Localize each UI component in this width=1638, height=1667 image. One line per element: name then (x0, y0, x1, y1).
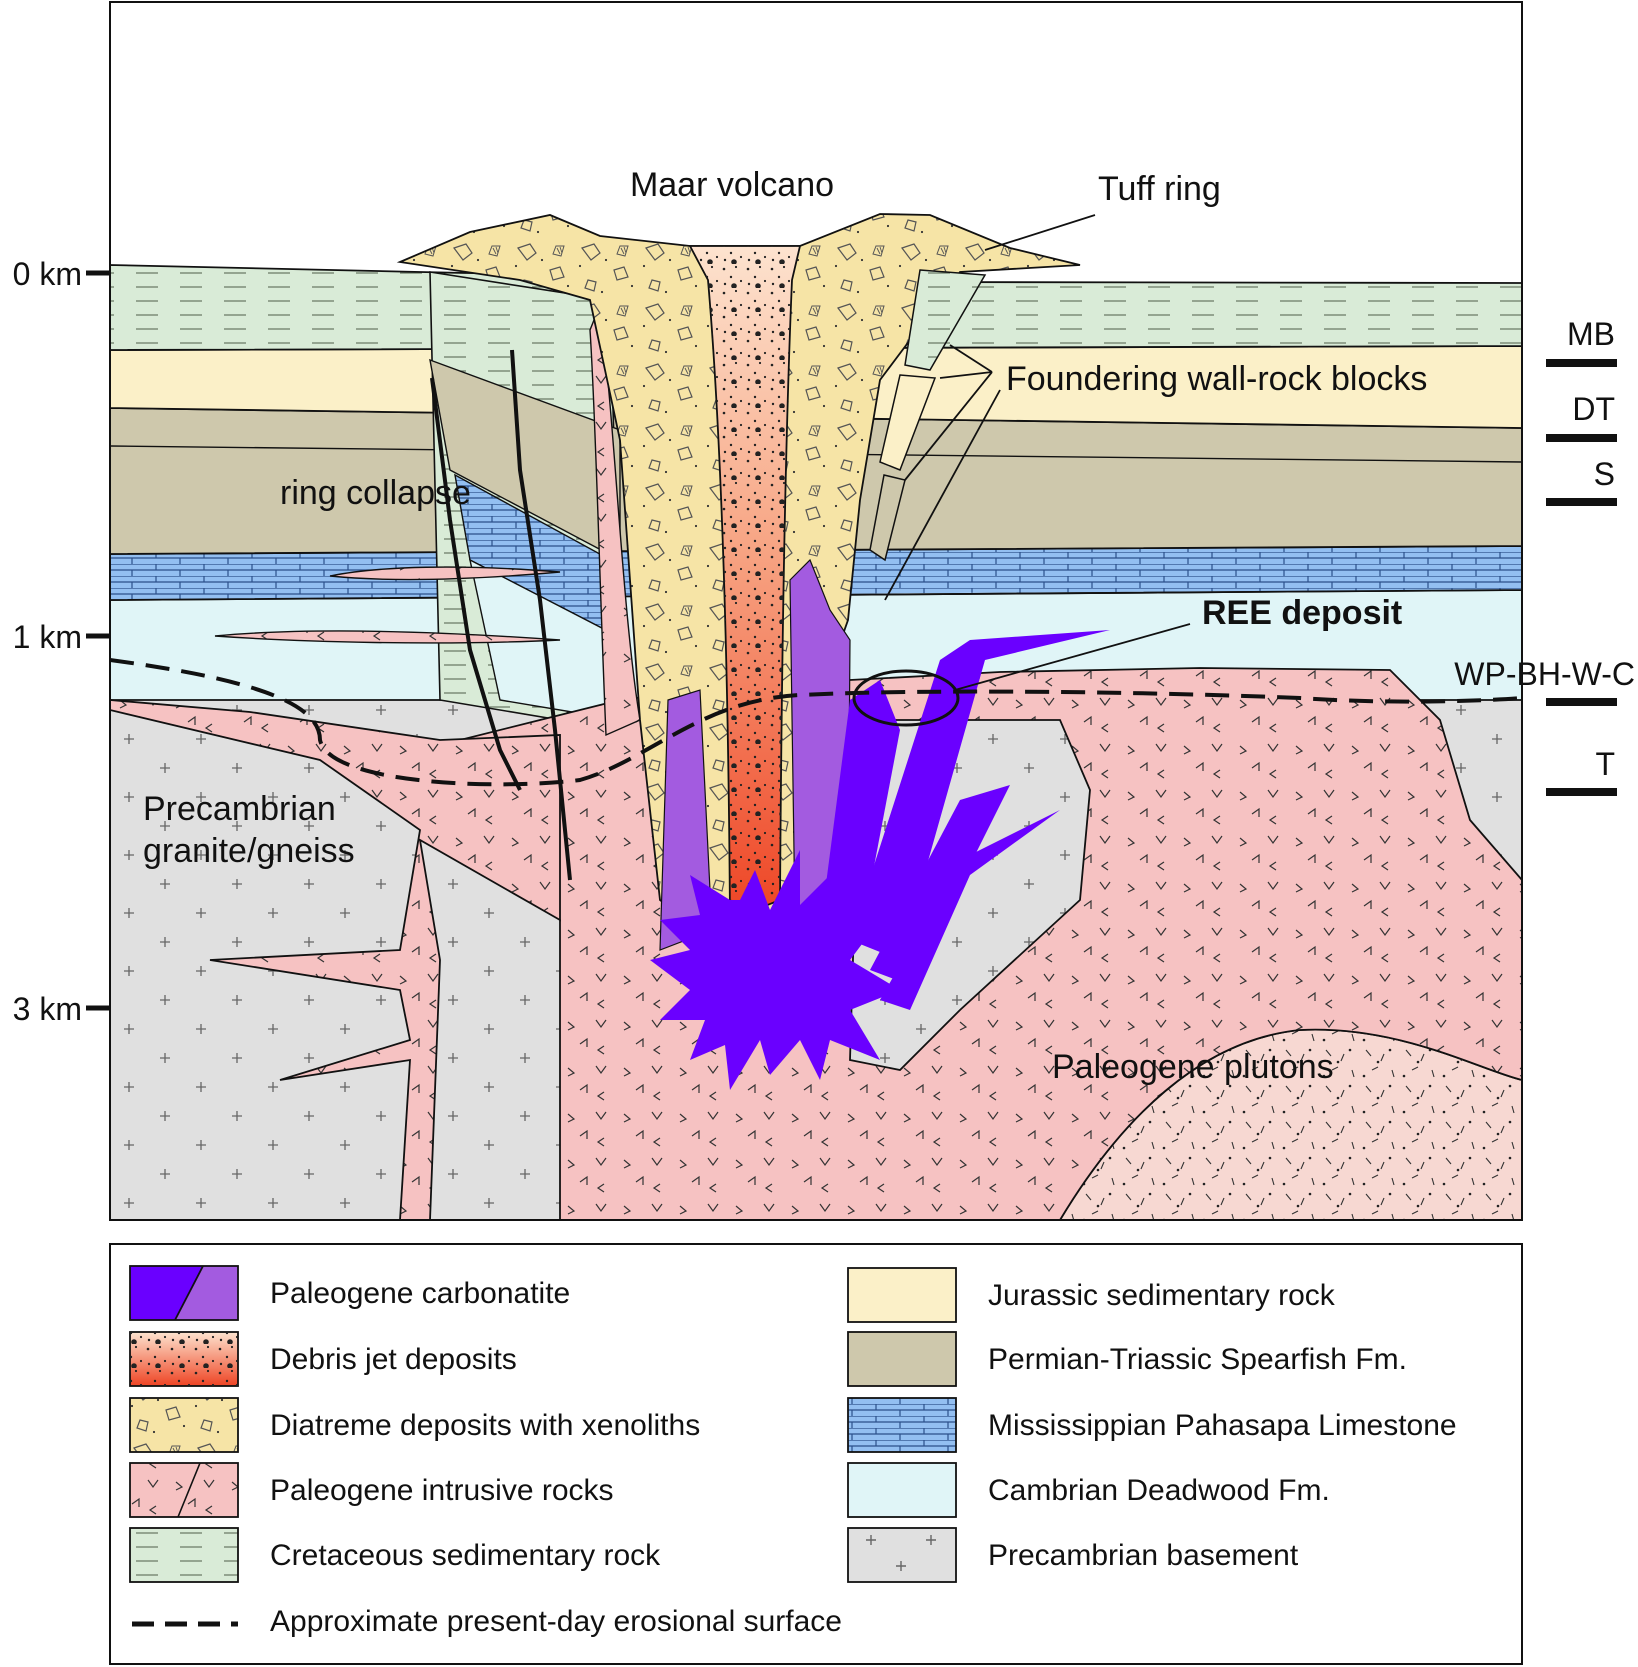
depth-scale: 0 km 1 km 3 km (13, 256, 110, 1027)
ring-fault-2 (510, 349, 572, 881)
formation-code-mb: MB (1567, 316, 1615, 352)
foundering-leader-2 (939, 371, 993, 379)
label-precambrian-2: granite/gneiss (143, 832, 355, 870)
legend-label-4: Cretaceous sedimentary rock (270, 1539, 661, 1572)
legend-swatch-carbonatite (129, 1265, 239, 1321)
legend-label-1: Debris jet deposits (270, 1343, 517, 1376)
legend-label-0: Paleogene carbonatite (270, 1277, 570, 1310)
legend-swatch-jurassic (847, 1267, 957, 1323)
label-paleogene-plutons: Paleogene plutons (1052, 1048, 1334, 1086)
label-precambrian-1: Precambrian (143, 790, 336, 828)
ring-fault-1 (430, 377, 522, 791)
legend-swatch-spearfish (847, 1331, 957, 1387)
carbonatite-core (650, 850, 900, 1090)
carbonatite-dike-4 (880, 810, 1060, 1010)
legend-swatch-diatreme (129, 1397, 239, 1453)
legend-swatch-basement (847, 1527, 957, 1583)
legend-frame (109, 1243, 1523, 1665)
legend-label-7: Permian-Triassic Spearfish Fm. (988, 1343, 1407, 1376)
label-ring-collapse: ring collapse (280, 474, 471, 512)
legend-label-8: Mississippian Pahasapa Limestone (988, 1409, 1457, 1442)
formation-code-t: T (1595, 746, 1615, 782)
foundering-block-1 (904, 269, 987, 371)
legend-label-9: Cambrian Deadwood Fm. (988, 1474, 1330, 1507)
foundering-block-2 (879, 374, 937, 471)
legend-label-3: Paleogene intrusive rocks (270, 1474, 614, 1507)
legend-label-5: Approximate present-day erosional surfac… (270, 1605, 842, 1638)
tuff-ring-leader (984, 214, 1096, 251)
carbonatite-dike-2 (850, 630, 1110, 960)
depth-tick-0: 0 km (13, 256, 82, 292)
formation-code-s: S (1594, 456, 1615, 492)
cross-section (110, 213, 1522, 1220)
legend-label-10: Precambrian basement (988, 1539, 1299, 1572)
foundering-block-3 (869, 474, 906, 562)
legend-swatch-deadwood (847, 1462, 957, 1518)
carbonatite-dike-1 (820, 680, 900, 940)
legend-swatch-debris-jet (129, 1331, 239, 1387)
foundering-leader-1 (949, 344, 993, 373)
legend-swatch-pahasapa (847, 1397, 957, 1453)
legend-label-2: Diatreme deposits with xenoliths (270, 1409, 700, 1442)
erosional-surface-line (110, 658, 1522, 787)
foundering-leader-3 (904, 371, 993, 481)
depth-tick-1: 1 km (13, 619, 82, 655)
formation-code-wp: WP-BH-W-C (1454, 656, 1635, 692)
legend-label-6: Jurassic sedimentary rock (988, 1279, 1336, 1312)
depth-tick-3: 3 km (13, 991, 82, 1027)
legend: Paleogene carbonatite Debris jet deposit… (109, 1243, 1523, 1665)
formation-code-dt: DT (1572, 391, 1615, 427)
label-ree-deposit: REE deposit (1202, 594, 1402, 632)
ree-deposit-leader (954, 623, 1191, 691)
legend-swatch-intrusive (129, 1462, 239, 1518)
foundering-leader-4 (884, 389, 1001, 601)
label-foundering-blocks: Foundering wall-rock blocks (1006, 360, 1427, 398)
legend-swatch-cretaceous (129, 1527, 239, 1583)
carbonatite-dike-3 (870, 785, 1010, 985)
label-tuff-ring: Tuff ring (1098, 170, 1221, 208)
paleogene-intrusive-left (110, 699, 561, 1220)
section-frame (109, 1, 1523, 1221)
formation-scale: MB DT S WP-BH-W-C T (1454, 316, 1635, 796)
ree-deposit-ellipse (852, 669, 960, 727)
label-maar-volcano: Maar volcano (630, 166, 834, 204)
